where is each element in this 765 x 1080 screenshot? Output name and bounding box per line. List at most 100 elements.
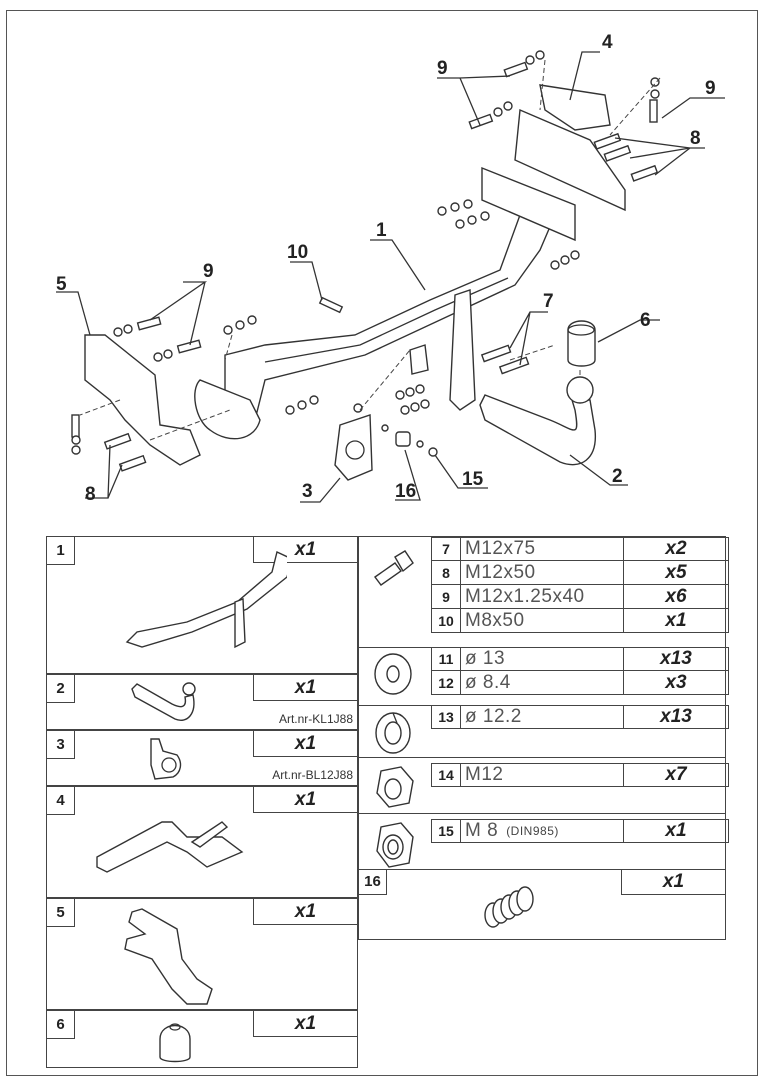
row-number: 15 — [432, 820, 461, 842]
row-qty: x3 — [665, 671, 687, 693]
row-spec: M 8 (DIN985) — [461, 820, 624, 842]
divider — [359, 705, 431, 706]
part-qty: x1 — [253, 899, 357, 925]
hardware-row-7: 7 M12x75 x2 — [431, 537, 729, 561]
row-spec-text: M 8 — [465, 820, 499, 841]
spring-icon — [484, 886, 534, 928]
part-number: 6 — [47, 1011, 75, 1039]
hardware-row-15: 15 M 8 (DIN985) x1 — [431, 819, 729, 843]
part-qty: x1 — [253, 537, 357, 563]
row-number: 7 — [432, 538, 461, 560]
part-qty: x1 — [253, 787, 357, 813]
hardware-row-9: 9 M12x1.25x40 x6 — [431, 585, 729, 609]
callout-1: 1 — [376, 220, 387, 241]
row-number: 14 — [432, 764, 461, 786]
hardware-row-14: 14 M12 x7 — [431, 763, 729, 787]
washer-icon — [374, 653, 412, 695]
crossbar-icon — [125, 551, 287, 649]
part-card-3: 3 x1 Art.nr-BL12J88 — [46, 730, 358, 786]
side-bracket-icon — [124, 908, 213, 1005]
part-qty: x1 — [253, 675, 357, 701]
callout-9-left: 9 — [203, 261, 214, 282]
part-card-2: 2 x1 Art.nr-KL1J88 — [46, 674, 358, 730]
part-number: 4 — [47, 787, 75, 815]
callout-6: 6 — [640, 310, 651, 331]
row-spec-note: (DIN985) — [506, 824, 559, 838]
ball-cap-icon — [159, 1023, 191, 1063]
row-number: 9 — [432, 585, 461, 608]
socket-plate-icon — [150, 738, 182, 780]
callout-9-top: 9 — [437, 58, 448, 79]
hardware-row-13: 13 ø 12.2 x13 — [431, 705, 729, 729]
callout-leaders — [56, 51, 725, 503]
row-number: 13 — [432, 706, 461, 728]
hardware-fasteners — [71, 50, 660, 472]
callout-5: 5 — [56, 274, 67, 295]
row-qty: x7 — [665, 764, 687, 785]
callout-4: 4 — [602, 32, 613, 53]
socket-plate-3-part — [334, 414, 373, 481]
tow-ball-icon — [131, 682, 196, 721]
page-frame — [6, 10, 758, 1076]
row-qty: x2 — [665, 538, 687, 559]
spring-washer-icon — [375, 712, 411, 754]
hardware-row-10: 10 M8x50 x1 — [431, 609, 729, 633]
row-number: 12 — [432, 671, 461, 694]
divider — [359, 869, 725, 870]
tow-ball-2-part — [479, 376, 596, 466]
hardware-row-11: 11 ø 13 x13 — [431, 647, 729, 671]
callout-8-left: 8 — [85, 484, 96, 505]
part-qty: x1 — [253, 1011, 357, 1037]
row-qty: x13 — [660, 648, 692, 669]
callout-8-right: 8 — [690, 128, 701, 149]
part-number: 1 — [47, 537, 75, 565]
part-card-1: 1 x1 — [46, 536, 358, 674]
hardware-row-12: 12 ø 8.4 x3 — [431, 671, 729, 695]
part-qty: x1 — [621, 869, 725, 895]
part-number: 16 — [359, 869, 387, 895]
part-number: 2 — [47, 675, 75, 703]
hardware-row-8: 8 M12x50 x5 — [431, 561, 729, 585]
ball-cap-6-part — [567, 320, 596, 367]
row-qty: x5 — [665, 561, 687, 583]
row-spec: M12x75 — [461, 538, 624, 560]
row-number: 8 — [432, 561, 461, 584]
hex-nut-icon — [376, 766, 414, 808]
row-qty: x13 — [660, 706, 692, 727]
crossbar-part — [194, 166, 576, 440]
assembly-lines — [79, 59, 661, 441]
bracket-icon — [96, 821, 244, 873]
row-number: 11 — [432, 648, 461, 670]
article-number: Art.nr-KL1J88 — [278, 712, 353, 726]
callout-15: 15 — [462, 469, 484, 490]
callout-16: 16 — [395, 481, 416, 502]
callout-10: 10 — [287, 242, 308, 263]
callout-labels: 4 9 9 8 1 10 9 5 7 6 2 8 3 16 15 — [56, 32, 716, 505]
side-bracket-5-part — [84, 334, 201, 466]
divider — [359, 647, 431, 648]
part-number: 3 — [47, 731, 75, 759]
callout-3: 3 — [302, 481, 313, 502]
part-qty: x1 — [253, 731, 357, 757]
divider — [359, 813, 725, 814]
row-spec: M8x50 — [461, 609, 624, 632]
callout-7: 7 — [543, 291, 554, 312]
row-spec: M12 — [461, 764, 624, 786]
row-qty: x1 — [665, 820, 687, 841]
part-number: 5 — [47, 899, 75, 927]
part-card-5: 5 x1 — [46, 898, 358, 1010]
row-spec: ø 12.2 — [461, 706, 624, 728]
callout-2: 2 — [612, 466, 623, 487]
row-spec: M12x50 — [461, 561, 624, 584]
lock-nut-icon — [376, 822, 414, 868]
article-number: Art.nr-BL12J88 — [272, 768, 353, 782]
bolt-icon — [374, 550, 414, 586]
hardware-table: 7 M12x75 x2 8 M12x50 x5 9 M12x1.25x40 x6… — [358, 536, 729, 940]
row-qty: x1 — [665, 609, 687, 631]
row-qty: x6 — [665, 585, 687, 607]
divider — [359, 757, 725, 758]
callout-9-right: 9 — [705, 78, 716, 99]
bracket-4-part — [514, 84, 626, 212]
row-spec: ø 13 — [461, 648, 624, 670]
part-card-6: 6 x1 — [46, 1010, 358, 1068]
